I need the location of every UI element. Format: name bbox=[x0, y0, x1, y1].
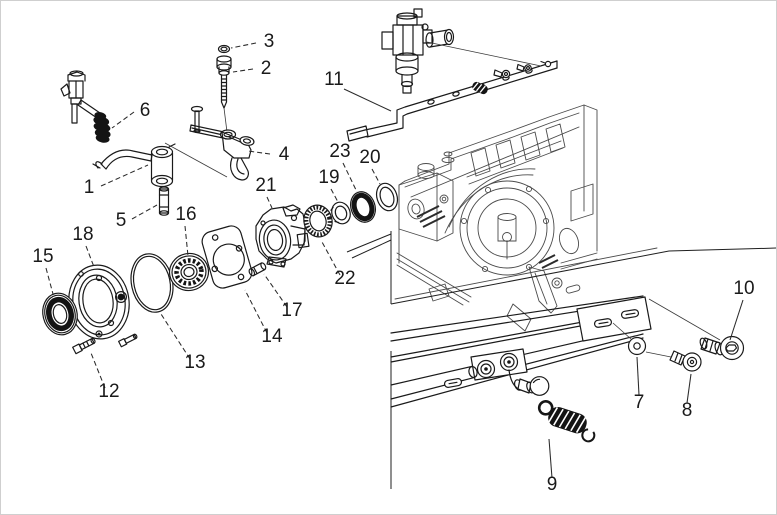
callout-7: 7 bbox=[634, 356, 645, 413]
callout-6: 6 bbox=[111, 100, 151, 129]
parts-1-6-lever-group-drawing bbox=[60, 44, 255, 216]
callout-3: 3 bbox=[230, 31, 275, 52]
callout-16: 16 bbox=[175, 204, 197, 257]
callouts: 1 2 3 4 5 6 7 8 9 10 11 12 13 14 15 16 1… bbox=[32, 31, 754, 495]
callout-5: 5 bbox=[116, 204, 158, 231]
part-16-bearing-drawing bbox=[168, 252, 210, 292]
engine-block-drawing bbox=[394, 104, 658, 332]
callout-label: 19 bbox=[318, 167, 339, 188]
callout-2: 2 bbox=[232, 58, 272, 79]
callout-label: 20 bbox=[359, 147, 380, 168]
part-10-bolt-drawing bbox=[699, 335, 745, 361]
callout-15: 15 bbox=[32, 246, 54, 295]
callout-label: 5 bbox=[116, 210, 127, 231]
part-8-screw-drawing bbox=[669, 350, 702, 372]
part-23-oring-drawing bbox=[350, 191, 376, 223]
part-20-ring-drawing bbox=[375, 182, 399, 212]
part-4-lever-drawing bbox=[189, 105, 255, 181]
part-21-body-drawing bbox=[255, 204, 310, 268]
callout-label: 17 bbox=[281, 300, 302, 321]
callout-label: 10 bbox=[733, 278, 754, 299]
callout-label: 2 bbox=[261, 58, 272, 79]
callout-9: 9 bbox=[547, 438, 558, 495]
callout-label: 13 bbox=[184, 352, 205, 373]
callout-17: 17 bbox=[263, 273, 303, 321]
callout-label: 11 bbox=[324, 69, 344, 90]
callout-18: 18 bbox=[72, 224, 95, 268]
part-22-ribbed-ring-drawing bbox=[303, 204, 333, 238]
callout-label: 9 bbox=[547, 474, 558, 495]
callout-1: 1 bbox=[84, 164, 149, 198]
callout-11: 11 bbox=[324, 69, 392, 112]
callout-13: 13 bbox=[160, 313, 206, 373]
parts-7-10-fasteners-drawing bbox=[537, 298, 745, 443]
part-15-seal-drawing bbox=[42, 292, 78, 336]
view-boundary-lines bbox=[346, 231, 776, 489]
flange-stud-drawing bbox=[118, 333, 138, 348]
part-2-screw-drawing bbox=[216, 55, 232, 109]
callout-22: 22 bbox=[321, 241, 356, 289]
part-18-flange-drawing bbox=[68, 264, 130, 340]
callout-label: 1 bbox=[84, 177, 95, 198]
part-3-clip-drawing bbox=[217, 44, 231, 54]
callout-23: 23 bbox=[329, 141, 358, 193]
callout-label: 7 bbox=[634, 392, 645, 413]
part-9-spring-drawing bbox=[537, 400, 596, 443]
mounting-rail-drawing bbox=[390, 295, 652, 408]
parts-12-18-flange-group-drawing bbox=[42, 225, 267, 355]
part-7-washer-drawing bbox=[627, 336, 647, 356]
callout-20: 20 bbox=[359, 147, 381, 185]
callout-19: 19 bbox=[318, 167, 340, 203]
callout-label: 12 bbox=[98, 381, 119, 402]
callout-12: 12 bbox=[90, 352, 120, 402]
callout-label: 8 bbox=[682, 400, 693, 421]
callout-label: 18 bbox=[72, 224, 93, 245]
callout-4: 4 bbox=[247, 144, 290, 165]
callout-label: 15 bbox=[32, 246, 53, 267]
callout-label: 4 bbox=[279, 144, 290, 165]
part-13-oring-drawing bbox=[130, 253, 174, 313]
part-17-pin-drawing bbox=[248, 262, 267, 277]
callout-label: 23 bbox=[329, 141, 350, 162]
callout-label: 22 bbox=[334, 268, 355, 289]
callout-label: 14 bbox=[261, 326, 283, 347]
part-6-boot-drawing bbox=[93, 111, 111, 143]
callout-label: 21 bbox=[255, 175, 276, 196]
callout-label: 6 bbox=[140, 100, 151, 121]
part-5-pin-drawing bbox=[158, 186, 170, 216]
callout-10: 10 bbox=[729, 278, 755, 341]
part-19-bushing-drawing bbox=[330, 201, 351, 225]
callout-label: 3 bbox=[264, 31, 275, 52]
callout-label: 16 bbox=[175, 204, 196, 225]
parts-19-23-seal-group-drawing bbox=[255, 182, 399, 268]
part-11-bracket-assembly-drawing bbox=[346, 8, 558, 142]
callout-14: 14 bbox=[244, 289, 283, 347]
part-12-bolt-drawing bbox=[72, 337, 96, 355]
part-14-gasket-plate-drawing bbox=[201, 225, 253, 289]
callout-8: 8 bbox=[682, 373, 693, 421]
callout-21: 21 bbox=[255, 175, 277, 209]
